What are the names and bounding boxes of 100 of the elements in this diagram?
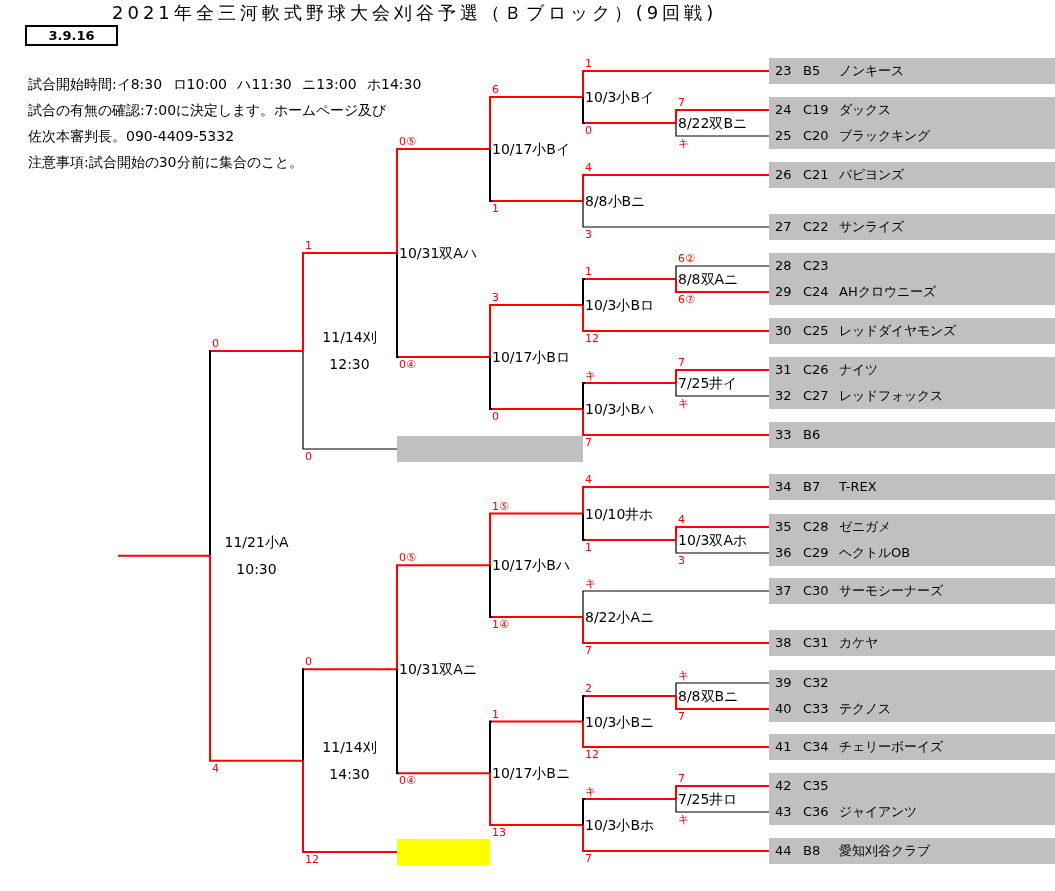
entry-number: 32 [775, 389, 792, 403]
team-entry [769, 540, 1055, 566]
team-entry [769, 357, 1055, 383]
seed-code: C32 [803, 676, 829, 690]
score-label: 1 [492, 708, 499, 721]
match-label: 8/22小Aニ [585, 608, 654, 626]
match-label: 10/31双Aニ [399, 660, 477, 679]
team-name: サーモシーナーズ [839, 584, 943, 598]
team-entry [769, 123, 1055, 149]
bracket-line [302, 668, 398, 762]
seed-code: C25 [803, 324, 829, 338]
score-label: 4 [678, 514, 685, 526]
bracket-line [489, 148, 584, 202]
seed-code: C19 [803, 103, 829, 117]
seed-code: C21 [803, 168, 829, 182]
entry-number: 39 [775, 676, 792, 690]
bracket-line [675, 539, 770, 554]
match-label: 10/17小Bハ [492, 556, 570, 575]
score-label: 0⑤ [399, 552, 416, 565]
bracket-line [675, 265, 770, 280]
entry-number: 31 [775, 363, 792, 377]
match-label: 8/8小Bニ [585, 192, 646, 210]
bracket-line [675, 109, 770, 124]
team-entry [769, 97, 1055, 123]
match-label: 10/3小Bイ [585, 88, 655, 106]
team-name: ナイツ [839, 363, 878, 377]
note-text: 試合の有無の確認:7:00に決定します。ホームページ及び佐次本審判長。090-4409-5332 [28, 101, 388, 146]
seed-code: C33 [803, 702, 829, 716]
team-entry [769, 514, 1055, 540]
team-entry [769, 58, 1055, 84]
start-time: 12:30 [329, 355, 370, 374]
bracket-line [209, 350, 304, 557]
entry-number: 24 [775, 103, 792, 117]
bracket-line [582, 616, 770, 644]
bracket-line [302, 350, 398, 450]
team-entry [769, 799, 1055, 825]
bracket-line [117, 554, 211, 557]
seed-code: C29 [803, 546, 829, 560]
bracket-line [675, 695, 770, 710]
team-name: レッドフォックス [839, 389, 943, 403]
score-label: 3 [492, 292, 499, 304]
bracket-line [489, 772, 584, 826]
score-label: 0 [212, 338, 219, 350]
match-label: 10/3小Bロ [585, 296, 655, 314]
score-label: 6⑦ [678, 294, 695, 306]
team-entry [769, 279, 1055, 305]
match-label: 7/25井ロ [678, 790, 738, 808]
bracket-line [582, 70, 770, 98]
bracket-line [209, 554, 304, 762]
bracket-line [675, 785, 770, 800]
bracket-line [675, 382, 770, 397]
team-entry [769, 253, 1055, 279]
match-label: 8/22双Bニ [678, 114, 748, 132]
team-entry [769, 474, 1055, 500]
score-label: 7 [585, 853, 592, 865]
entry-number: 33 [775, 428, 792, 442]
bracket-line [396, 252, 491, 358]
entry-number: 25 [775, 129, 792, 143]
match-label: 11/21小A [224, 532, 289, 552]
team-entry [769, 773, 1055, 799]
entry-bar [397, 839, 490, 865]
score-label: 12 [305, 854, 319, 866]
bracket-line [489, 720, 584, 775]
seed-code: B8 [803, 844, 821, 858]
score-label: 12 [585, 749, 599, 761]
score-label: 1 [305, 240, 312, 252]
bracket-line [675, 526, 770, 541]
seed-code: C20 [803, 129, 829, 143]
match-label: 8/8双Bニ [678, 687, 739, 705]
start-time: 14:30 [329, 764, 370, 784]
bracket-line [582, 695, 677, 723]
team-entry [769, 734, 1055, 760]
seed-code: C31 [803, 636, 829, 650]
note-text: 注意事項:試合開始の30分前に集合のこと。 [28, 153, 303, 172]
seed-code: B7 [803, 480, 821, 494]
bracket-line [582, 408, 770, 436]
team-name: テクノス [839, 702, 891, 716]
score-label: 1 [585, 58, 592, 70]
bracket-line [582, 824, 770, 852]
match-label: 10/10井ホ [585, 504, 654, 523]
team-name: ジャイアンツ [839, 805, 917, 819]
entry-number: 41 [775, 740, 792, 754]
seed-code: C30 [803, 584, 829, 598]
team-name: T-REX [839, 480, 877, 494]
score-label: 7 [585, 437, 592, 449]
team-name: ヘクトルOB [839, 546, 911, 560]
entry-number: 23 [775, 64, 792, 78]
match-label: 8/8双Aニ [678, 270, 739, 288]
score-label: 1 [585, 266, 592, 278]
team-name: ノンキース [839, 64, 904, 78]
score-label: キ [585, 370, 596, 382]
seed-code: C35 [803, 779, 829, 793]
bracket-line [582, 382, 677, 410]
entry-number: 42 [775, 779, 792, 793]
score-label: 7 [678, 773, 685, 785]
score-label: 1 [585, 542, 592, 554]
team-entry [769, 162, 1055, 188]
score-label: 1⑤ [492, 500, 509, 513]
seed-code: B6 [803, 428, 821, 442]
score-label: 7 [678, 357, 685, 369]
